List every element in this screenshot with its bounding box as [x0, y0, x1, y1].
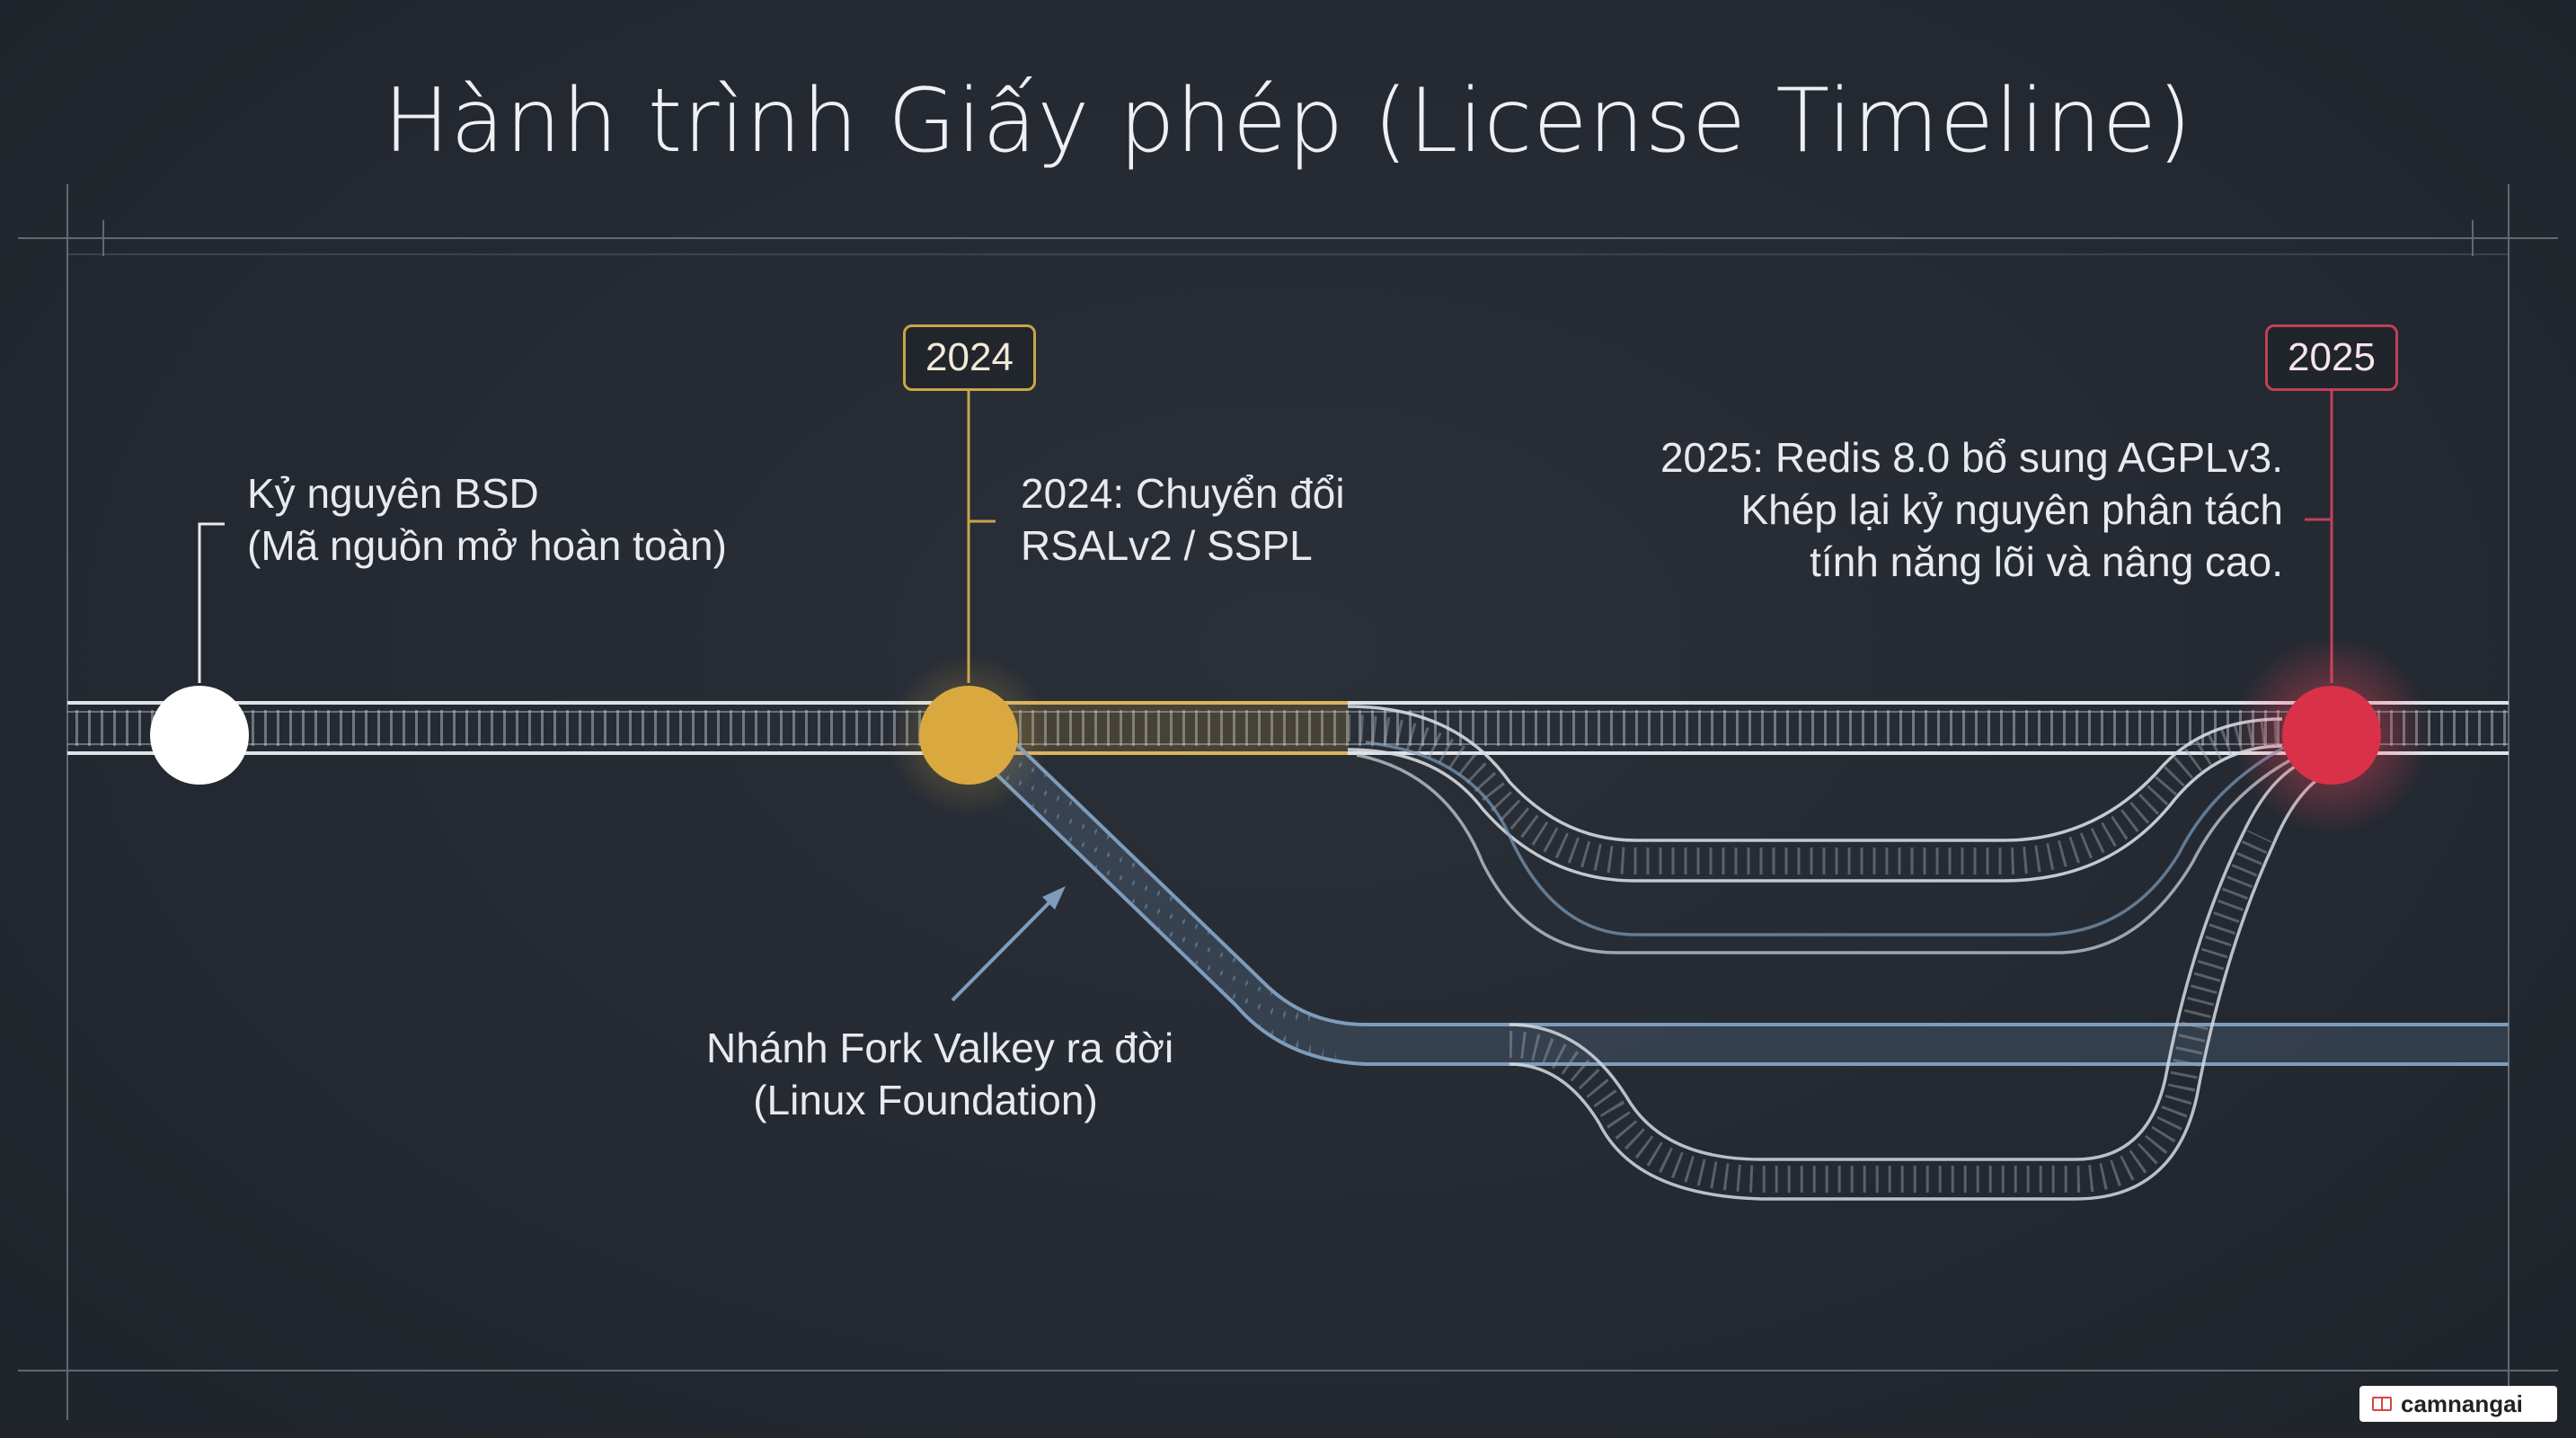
change-label-line2: RSALv2 / SSPL [1021, 522, 1313, 569]
bsd-label-line2: (Mã nguồn mở hoàn toàn) [247, 522, 727, 569]
branch-tracks [1347, 705, 2328, 1201]
year-badge-2024: 2024 [903, 324, 1036, 391]
bsd-label-line1: Kỷ nguyên BSD [247, 470, 539, 517]
node-2025 [2282, 686, 2381, 785]
blueprint-frame [18, 184, 2558, 1420]
node-bsd [150, 686, 249, 785]
label-connectors [198, 391, 2333, 683]
redis8-label: 2025: Redis 8.0 bổ sung AGPLv3. Khép lại… [1660, 431, 2283, 588]
redis8-label-line3: tính năng lõi và nâng cao. [1810, 538, 2283, 585]
valkey-fork-label: Nhánh Fork Valkey ra đời (Linux Foundati… [706, 1022, 1174, 1126]
change-label-line1: 2024: Chuyển đổi [1021, 470, 1345, 517]
bsd-era-label: Kỷ nguyên BSD (Mã nguồn mở hoàn toàn) [247, 467, 727, 572]
node-2024 [919, 686, 1018, 785]
book-icon [2372, 1397, 2392, 1411]
valkey-label-line1: Nhánh Fork Valkey ra đời [706, 1025, 1174, 1071]
license-change-label: 2024: Chuyển đổi RSALv2 / SSPL [1021, 467, 1345, 572]
redis8-label-line2: Khép lại kỷ nguyên phân tách [1740, 486, 2283, 533]
redis8-label-line1: 2025: Redis 8.0 bổ sung AGPLv3. [1660, 434, 2283, 481]
watermark-badge: camnangai [2359, 1386, 2557, 1422]
watermark-text: camnangai [2401, 1389, 2523, 1417]
timeline-nodes [150, 636, 2430, 834]
valkey-label-line2: (Linux Foundation) [753, 1077, 1098, 1123]
valkey-fork-track [982, 736, 2509, 1066]
valkey-arrow [951, 886, 1066, 1002]
year-badge-2025: 2025 [2265, 324, 2398, 391]
page-title: Hành trình Giấy phép (License Timeline) [383, 70, 2193, 173]
